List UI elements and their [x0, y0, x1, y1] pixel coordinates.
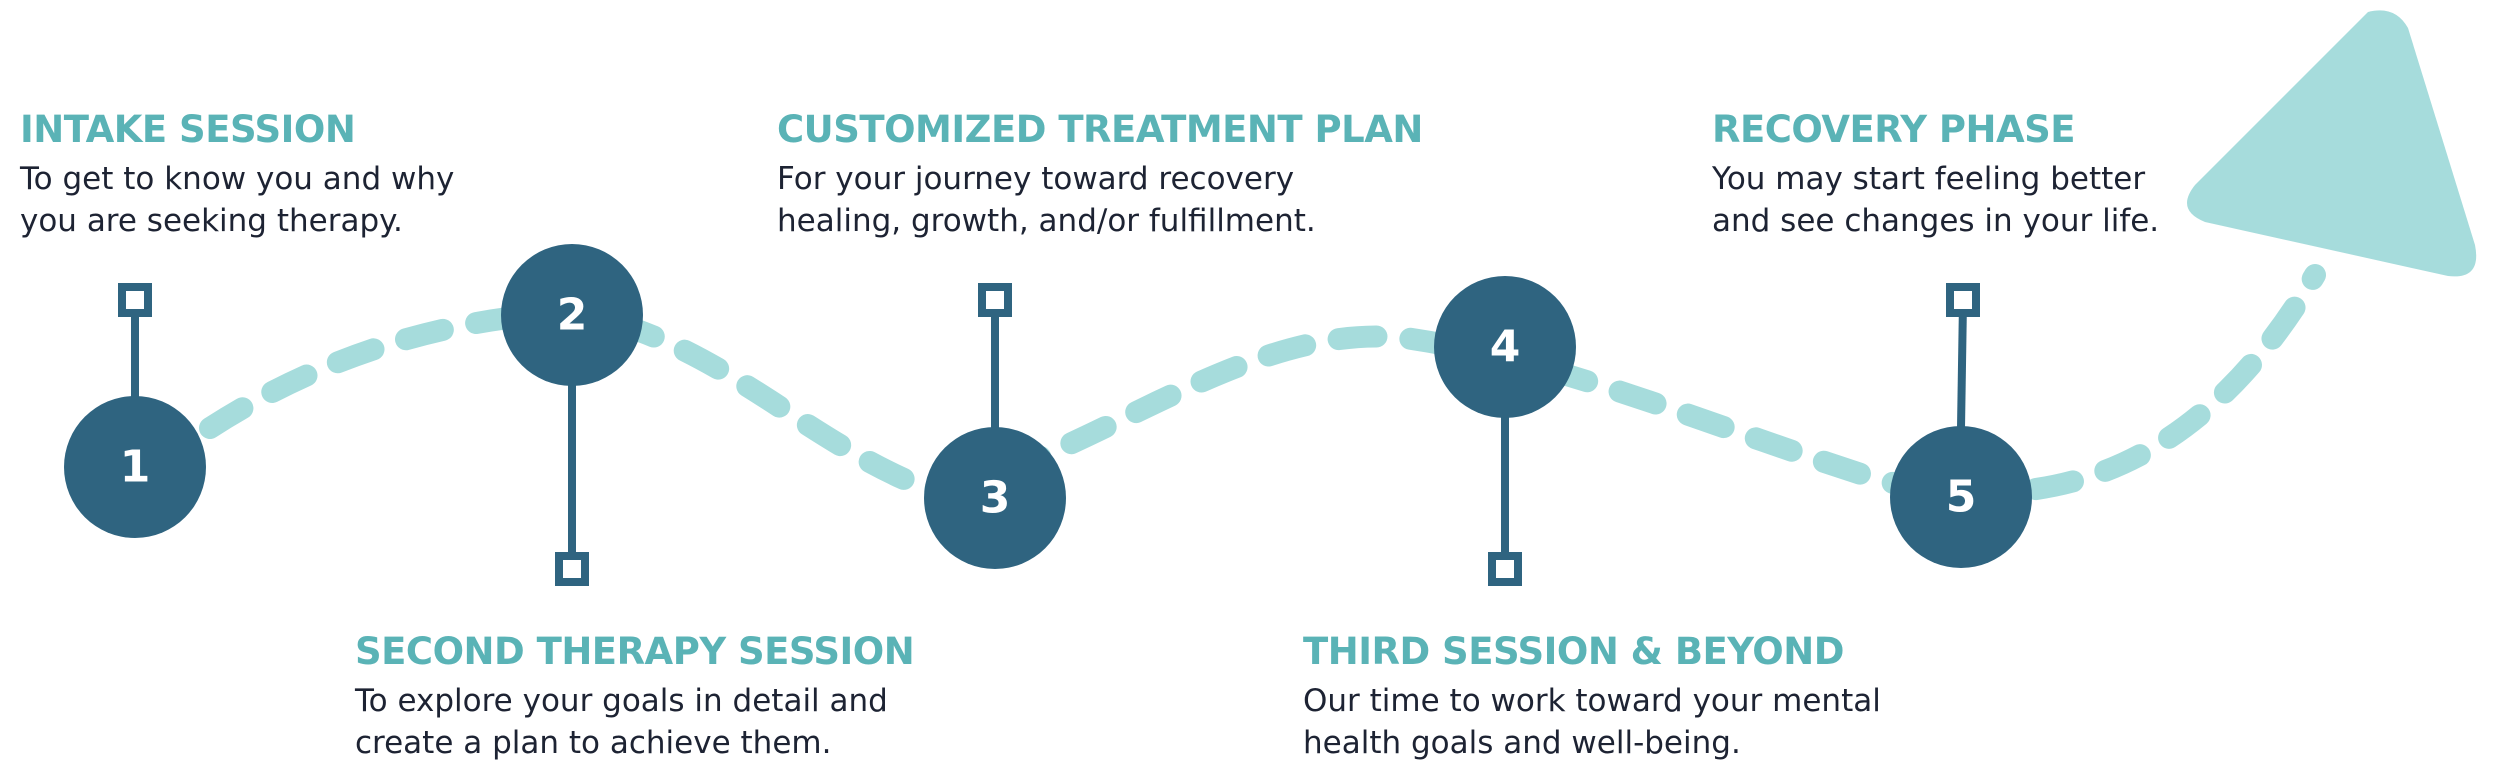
step-description-5-line-1: You may start feeling better — [1712, 161, 2146, 197]
step-number-4: 4 — [1490, 322, 1521, 373]
step-description-3-line-2: healing, growth, and/or fulfillment. — [777, 203, 1316, 239]
step-node-5: 5 — [1890, 426, 2032, 568]
step-node-1: 1 — [64, 396, 206, 538]
step-description-1-line-1: To get to know you and why — [20, 161, 455, 197]
step-description-4-line-2: health goals and well-being. — [1303, 725, 1741, 761]
step-title-1: INTAKE SESSION — [20, 108, 356, 151]
connector-3 — [978, 283, 1012, 430]
step-title-3: CUSTOMIZED TREATMENT PLAN — [777, 108, 1423, 151]
step-title-5: RECOVERY PHASE — [1712, 108, 2076, 151]
step-node-2: 2 — [501, 244, 643, 386]
step-description-4: Our time to work toward your mental heal… — [1303, 680, 1881, 764]
step-description-2-line-1: To explore your goals in detail and — [355, 683, 888, 719]
marker-square-5 — [1946, 283, 1980, 317]
step-node-3: 3 — [924, 427, 1066, 569]
connector-4 — [1488, 415, 1522, 586]
step-title-2: SECOND THERAPY SESSION — [355, 630, 915, 673]
step-description-3: For your journey toward recovery healing… — [777, 158, 1316, 242]
step-number-2: 2 — [557, 290, 588, 341]
step-description-5: You may start feeling better and see cha… — [1712, 158, 2159, 242]
marker-square-2 — [555, 552, 589, 586]
step-description-1-line-2: you are seeking therapy. — [20, 203, 403, 239]
connector-2 — [555, 385, 589, 586]
marker-square-1 — [118, 283, 152, 317]
step-description-1: To get to know you and why you are seeki… — [20, 158, 454, 242]
arrow-head — [2187, 10, 2477, 277]
step-number-3: 3 — [980, 473, 1011, 524]
step-number-5: 5 — [1946, 472, 1977, 523]
connector-1 — [118, 283, 152, 398]
step-title-4: THIRD SESSION & BEYOND — [1303, 630, 1844, 673]
step-description-2-line-2: create a plan to achieve them. — [355, 725, 832, 761]
step-description-3-line-1: For your journey toward recovery — [777, 161, 1295, 197]
connector-5 — [1946, 283, 1980, 429]
marker-square-4 — [1488, 552, 1522, 586]
step-node-4: 4 — [1434, 276, 1576, 418]
step-number-1: 1 — [120, 442, 151, 493]
step-description-4-line-1: Our time to work toward your mental — [1303, 683, 1881, 719]
step-description-5-line-2: and see changes in your life. — [1712, 203, 2160, 239]
marker-square-3 — [978, 283, 1012, 317]
step-description-2: To explore your goals in detail and crea… — [355, 680, 888, 764]
